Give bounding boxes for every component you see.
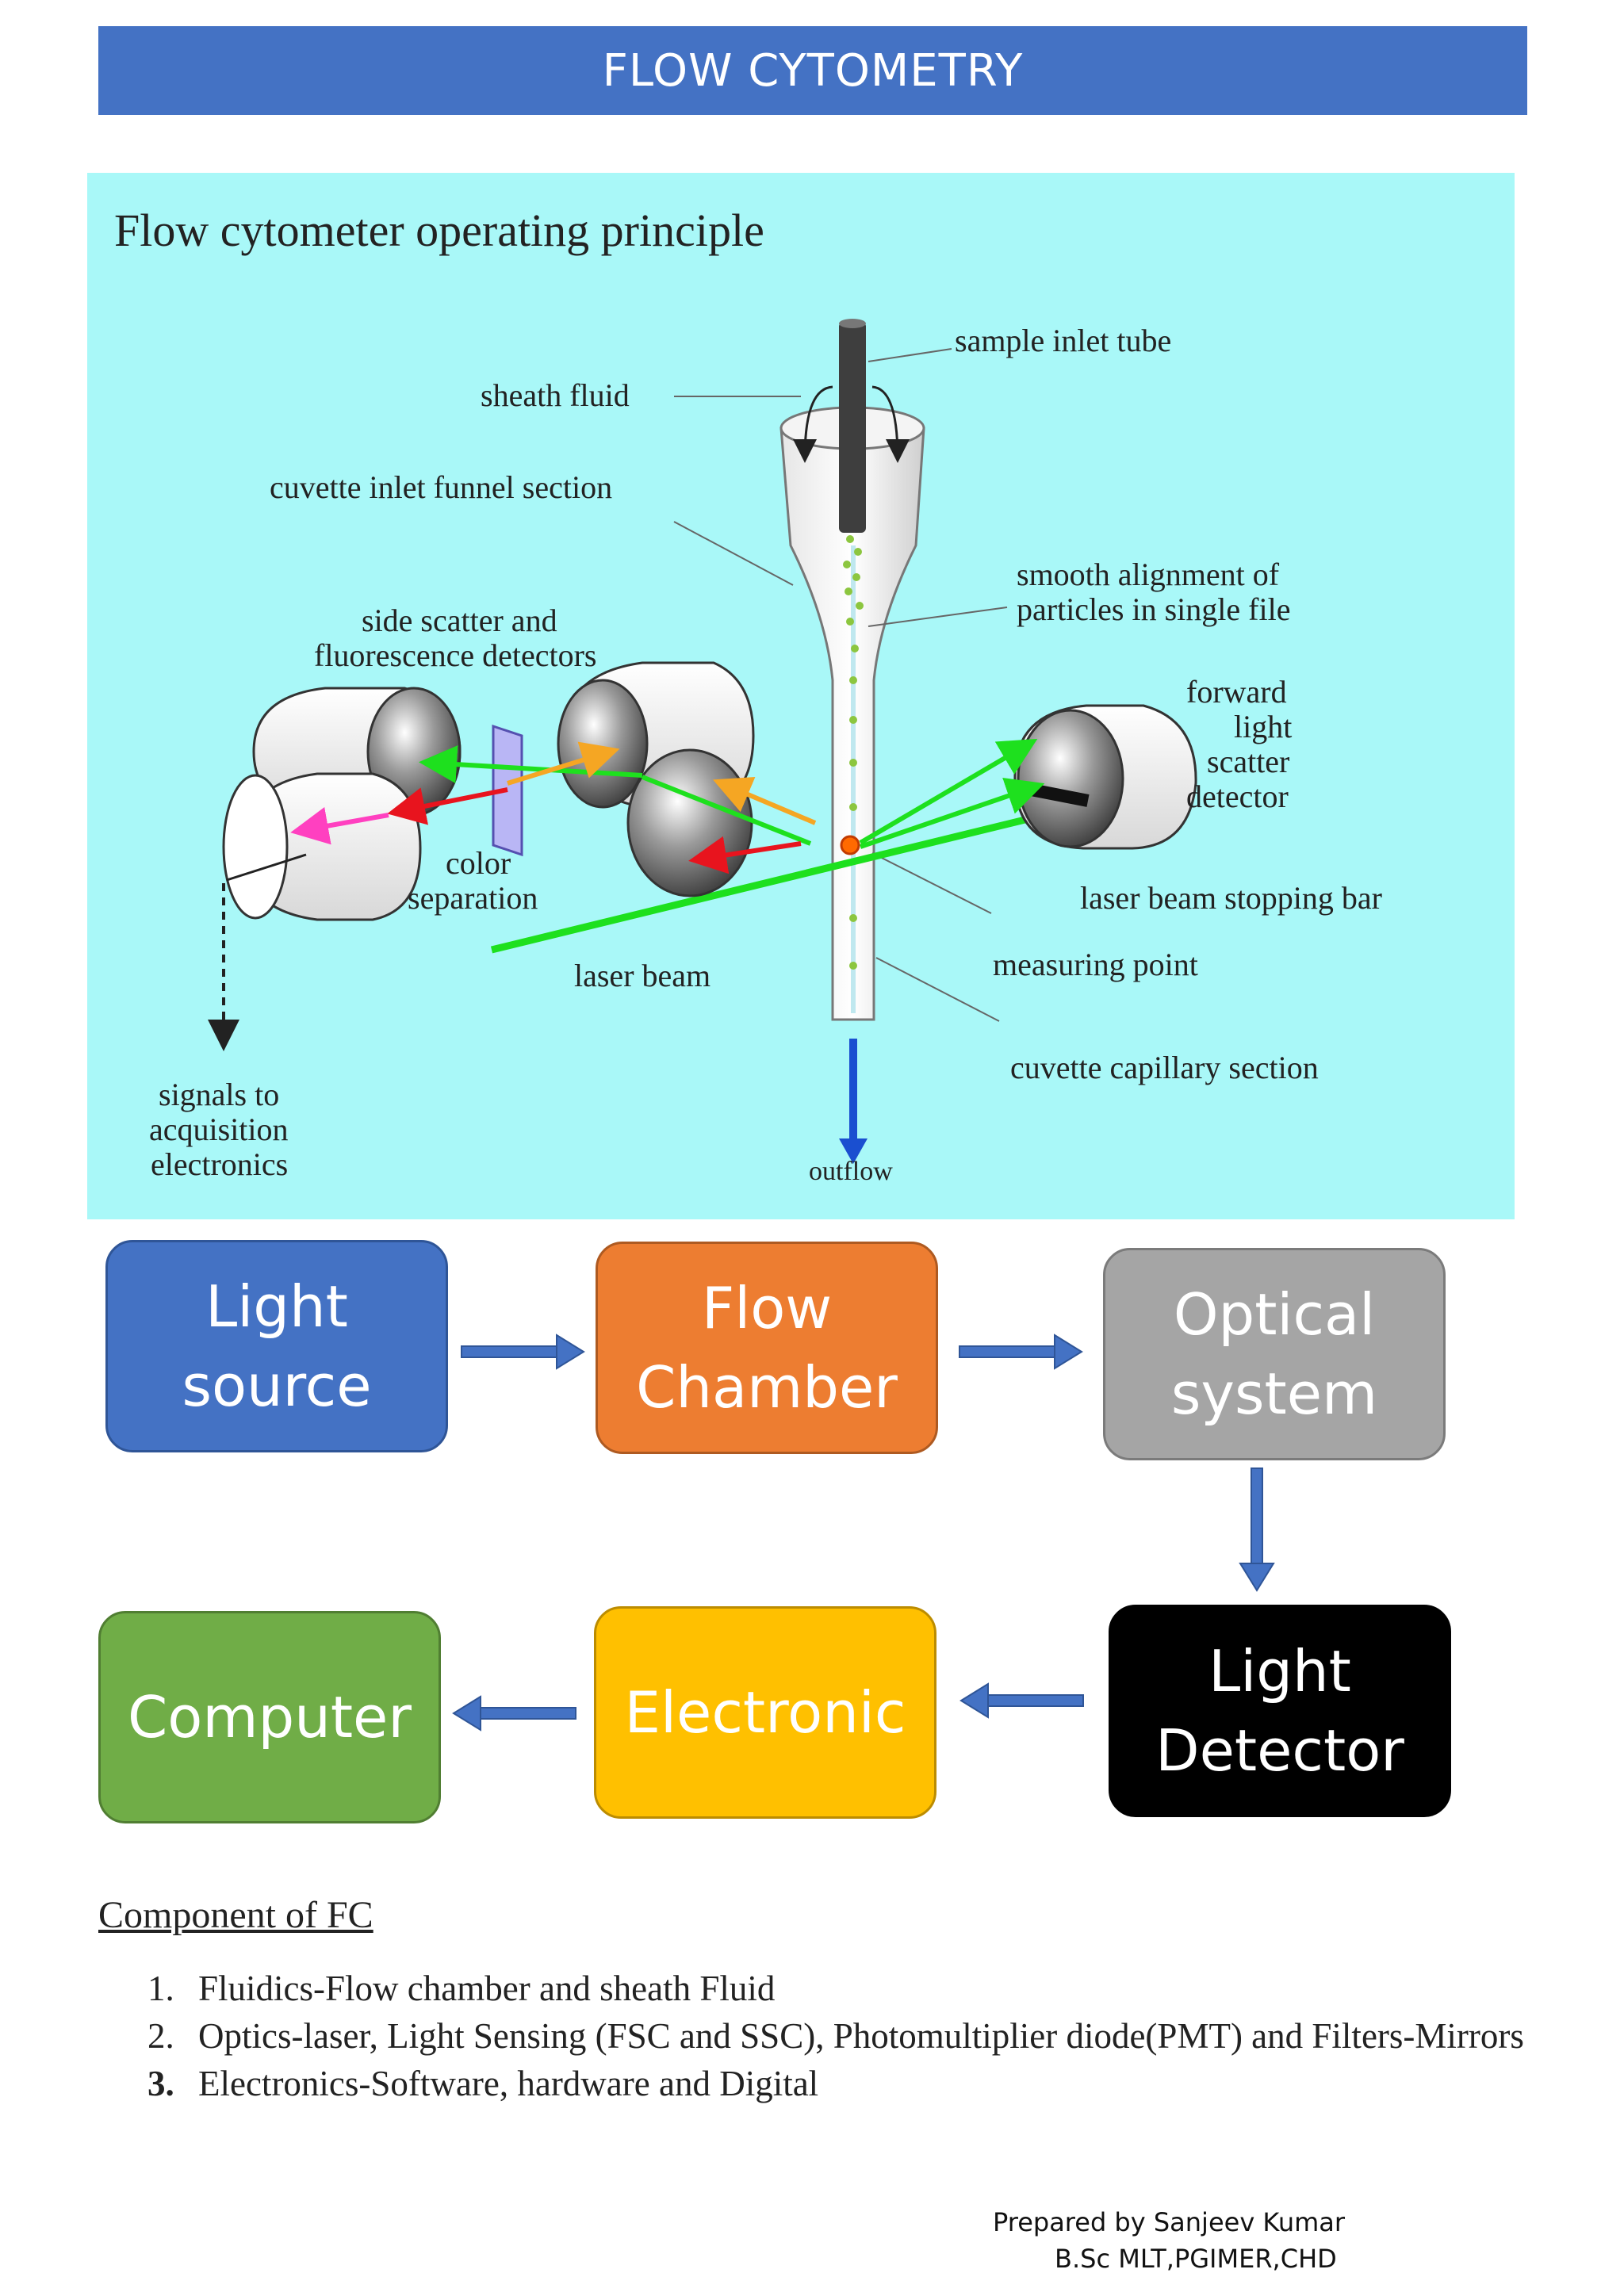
label-side-scatter-2: fluorescence detectors <box>314 637 596 673</box>
ssc-arrow-pink <box>290 807 389 845</box>
forward-scatter-detector <box>1013 704 1197 850</box>
label-laser-beam: laser beam <box>574 958 710 993</box>
fsc-arrow-2 <box>860 778 1045 849</box>
arrow-chamber-to-optical <box>959 1334 1083 1370</box>
box-flow-chamber-line1: Flow <box>701 1275 833 1341</box>
footer-line1: Prepared by Sanjeev Kumar <box>993 2207 1346 2237</box>
flow-cytometer-diagram: Flow cytometer operating principle <box>87 173 1515 1219</box>
components-heading: Component of FC <box>98 1894 373 1936</box>
label-sheath-fluid: sheath fluid <box>481 377 630 413</box>
sample-inlet-tube <box>839 322 866 533</box>
label-signals-1: signals to <box>159 1077 279 1112</box>
box-optical-system: Optical system <box>1103 1248 1446 1460</box>
arrow-optical-to-detector <box>1239 1468 1275 1592</box>
box-computer: Computer <box>98 1611 441 1823</box>
list-item-number: 1. <box>147 1969 174 2008</box>
list-item-number: 2. <box>147 2016 174 2056</box>
footer-line2: B.Sc MLT,PGIMER,CHD <box>1055 2244 1337 2274</box>
box-flow-chamber-line2: Chamber <box>636 1354 898 1421</box>
label-outflow: outflow <box>809 1157 893 1186</box>
box-computer-line1: Computer <box>128 1684 412 1751</box>
box-electronic-line1: Electronic <box>624 1679 906 1746</box>
box-light-source: Light source <box>105 1240 448 1452</box>
list-item-text: Fluidics-Flow chamber and sheath Fluid <box>198 1969 776 2008</box>
page-title-banner: FLOW CYTOMETRY <box>98 26 1527 115</box>
side-detector-bottom-left <box>222 772 422 921</box>
ssc-arrow-red-1 <box>387 787 508 825</box>
label-signals-3: electronics <box>151 1146 288 1182</box>
list-item: 3. Electronics-Software, hardware and Dig… <box>147 2060 1527 2107</box>
sample-tube-top <box>839 319 866 328</box>
sheath-arrow-left <box>793 385 833 463</box>
diagram-svg: Flow cytometer operating principle <box>114 205 1382 1186</box>
box-optical-system-line2: system <box>1170 1360 1378 1427</box>
label-smooth-alignment-1: smooth alignment of <box>1017 557 1280 592</box>
label-forward-2: light <box>1234 709 1292 744</box>
list-item-text: Electronics-Software, hardware and Digit… <box>198 2064 819 2103</box>
label-sample-inlet-tube: sample inlet tube <box>955 323 1171 358</box>
label-forward-3: scatter <box>1207 744 1289 779</box>
label-laser-stop-bar: laser beam stopping bar <box>1080 880 1382 916</box>
label-forward-4: detector <box>1186 779 1289 814</box>
author-footer: Prepared by Sanjeev Kumar B.Sc MLT,PGIME… <box>993 2204 1345 2277</box>
box-electronic: Electronic <box>594 1606 936 1819</box>
label-color-sep-2: separation <box>408 880 538 916</box>
components-list: 1. Fluidics-Flow chamber and sheath Fluid… <box>147 1965 1527 2107</box>
sheath-arrow-right <box>871 385 910 463</box>
outflow-arrowhead <box>839 1138 868 1164</box>
signal-lead <box>226 853 307 882</box>
list-item: 1. Fluidics-Flow chamber and sheath Fluid <box>147 1965 1527 2012</box>
box-light-source-line1: Light <box>205 1273 348 1340</box>
box-light-detector-line2: Detector <box>1155 1717 1404 1784</box>
ssc-arrow-orange-1 <box>507 741 620 786</box>
list-item-text: Optics-laser, Light Sensing (FSC and SSC… <box>198 2016 1524 2056</box>
arrow-source-to-chamber <box>461 1334 585 1370</box>
list-item: 2. Optics-laser, Light Sensing (FSC and S… <box>147 2012 1527 2060</box>
label-cuvette-capillary: cuvette capillary section <box>1010 1050 1319 1085</box>
page-title: FLOW CYTOMETRY <box>602 44 1024 97</box>
fsc-arrow-1 <box>859 738 1038 845</box>
ssc-arrow-red-2 <box>688 836 802 874</box>
label-smooth-alignment-2: particles in single file <box>1017 591 1290 627</box>
ssc-arrow-orange-2 <box>712 776 817 825</box>
label-forward-1: forward <box>1186 674 1287 710</box>
diagram-title: Flow cytometer operating principle <box>114 205 764 256</box>
box-optical-system-line1: Optical <box>1173 1281 1376 1348</box>
particles <box>843 535 864 970</box>
arrow-detector-to-electronic <box>959 1682 1084 1719</box>
label-measuring-point: measuring point <box>993 947 1198 982</box>
list-item-number: 3. <box>147 2064 174 2103</box>
box-light-source-line2: source <box>182 1353 372 1419</box>
laser-beam <box>490 805 1072 954</box>
box-light-detector-line1: Light <box>1208 1638 1351 1705</box>
label-side-scatter-1: side scatter and <box>362 603 557 638</box>
label-signals-2: acquisition <box>149 1112 289 1147</box>
label-cuvette-inlet-funnel: cuvette inlet funnel section <box>270 469 612 505</box>
arrow-electronic-to-computer <box>452 1695 576 1732</box>
side-detector-center <box>626 748 753 897</box>
measuring-point <box>840 835 860 855</box>
label-color-sep-1: color <box>446 845 511 881</box>
